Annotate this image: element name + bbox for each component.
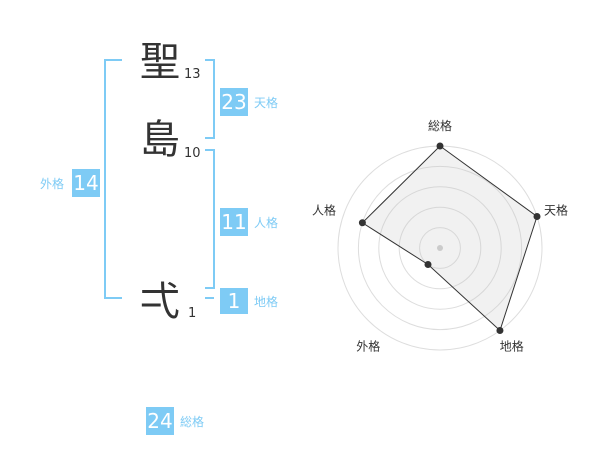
soukaku-label: 総格: [180, 415, 205, 429]
radar-axis-label: 人格: [312, 202, 336, 217]
soukaku-value: 24: [146, 407, 174, 435]
name-char-1: 聖: [140, 39, 180, 85]
radar-series-polygon: [361, 145, 538, 332]
jinkaku-value: 11: [220, 208, 248, 236]
radar-point-2: [533, 212, 541, 220]
stroke-count-3: 1: [188, 306, 197, 321]
radar-axis-label: 地格: [500, 339, 524, 354]
radar-ring: [398, 206, 482, 290]
name-char-2: 島: [140, 117, 180, 163]
chikaku-value: 1: [220, 288, 248, 314]
radar-point-5: [358, 219, 366, 227]
tenkaku-bracket: [205, 59, 215, 139]
radar-axis-label: 天格: [544, 202, 568, 217]
gaikaku-bracket: [104, 59, 122, 299]
stroke-count-2: 10: [184, 146, 201, 161]
radar-axis-label: 外格: [356, 339, 380, 354]
jinkaku-label: 人格: [254, 216, 279, 230]
radar-point-1: [436, 142, 444, 150]
jinkaku-bracket: [205, 149, 215, 289]
stroke-count-1: 13: [184, 67, 201, 82]
radar-ring: [419, 227, 461, 269]
radar-point-3: [496, 327, 504, 335]
chikaku-label: 地格: [254, 295, 279, 309]
gaikaku-label: 外格: [40, 177, 65, 191]
radar-center-dot: [437, 245, 443, 251]
tenkaku-value: 23: [220, 88, 248, 116]
radar-axis-label: 総格: [428, 118, 452, 133]
radar-ring: [357, 165, 523, 331]
radar-ring: [378, 186, 502, 310]
radar-point-4: [424, 261, 432, 269]
tenkaku-label: 天格: [254, 96, 279, 110]
gaikaku-value: 14: [72, 169, 100, 197]
name-char-3: 弌: [140, 279, 180, 325]
